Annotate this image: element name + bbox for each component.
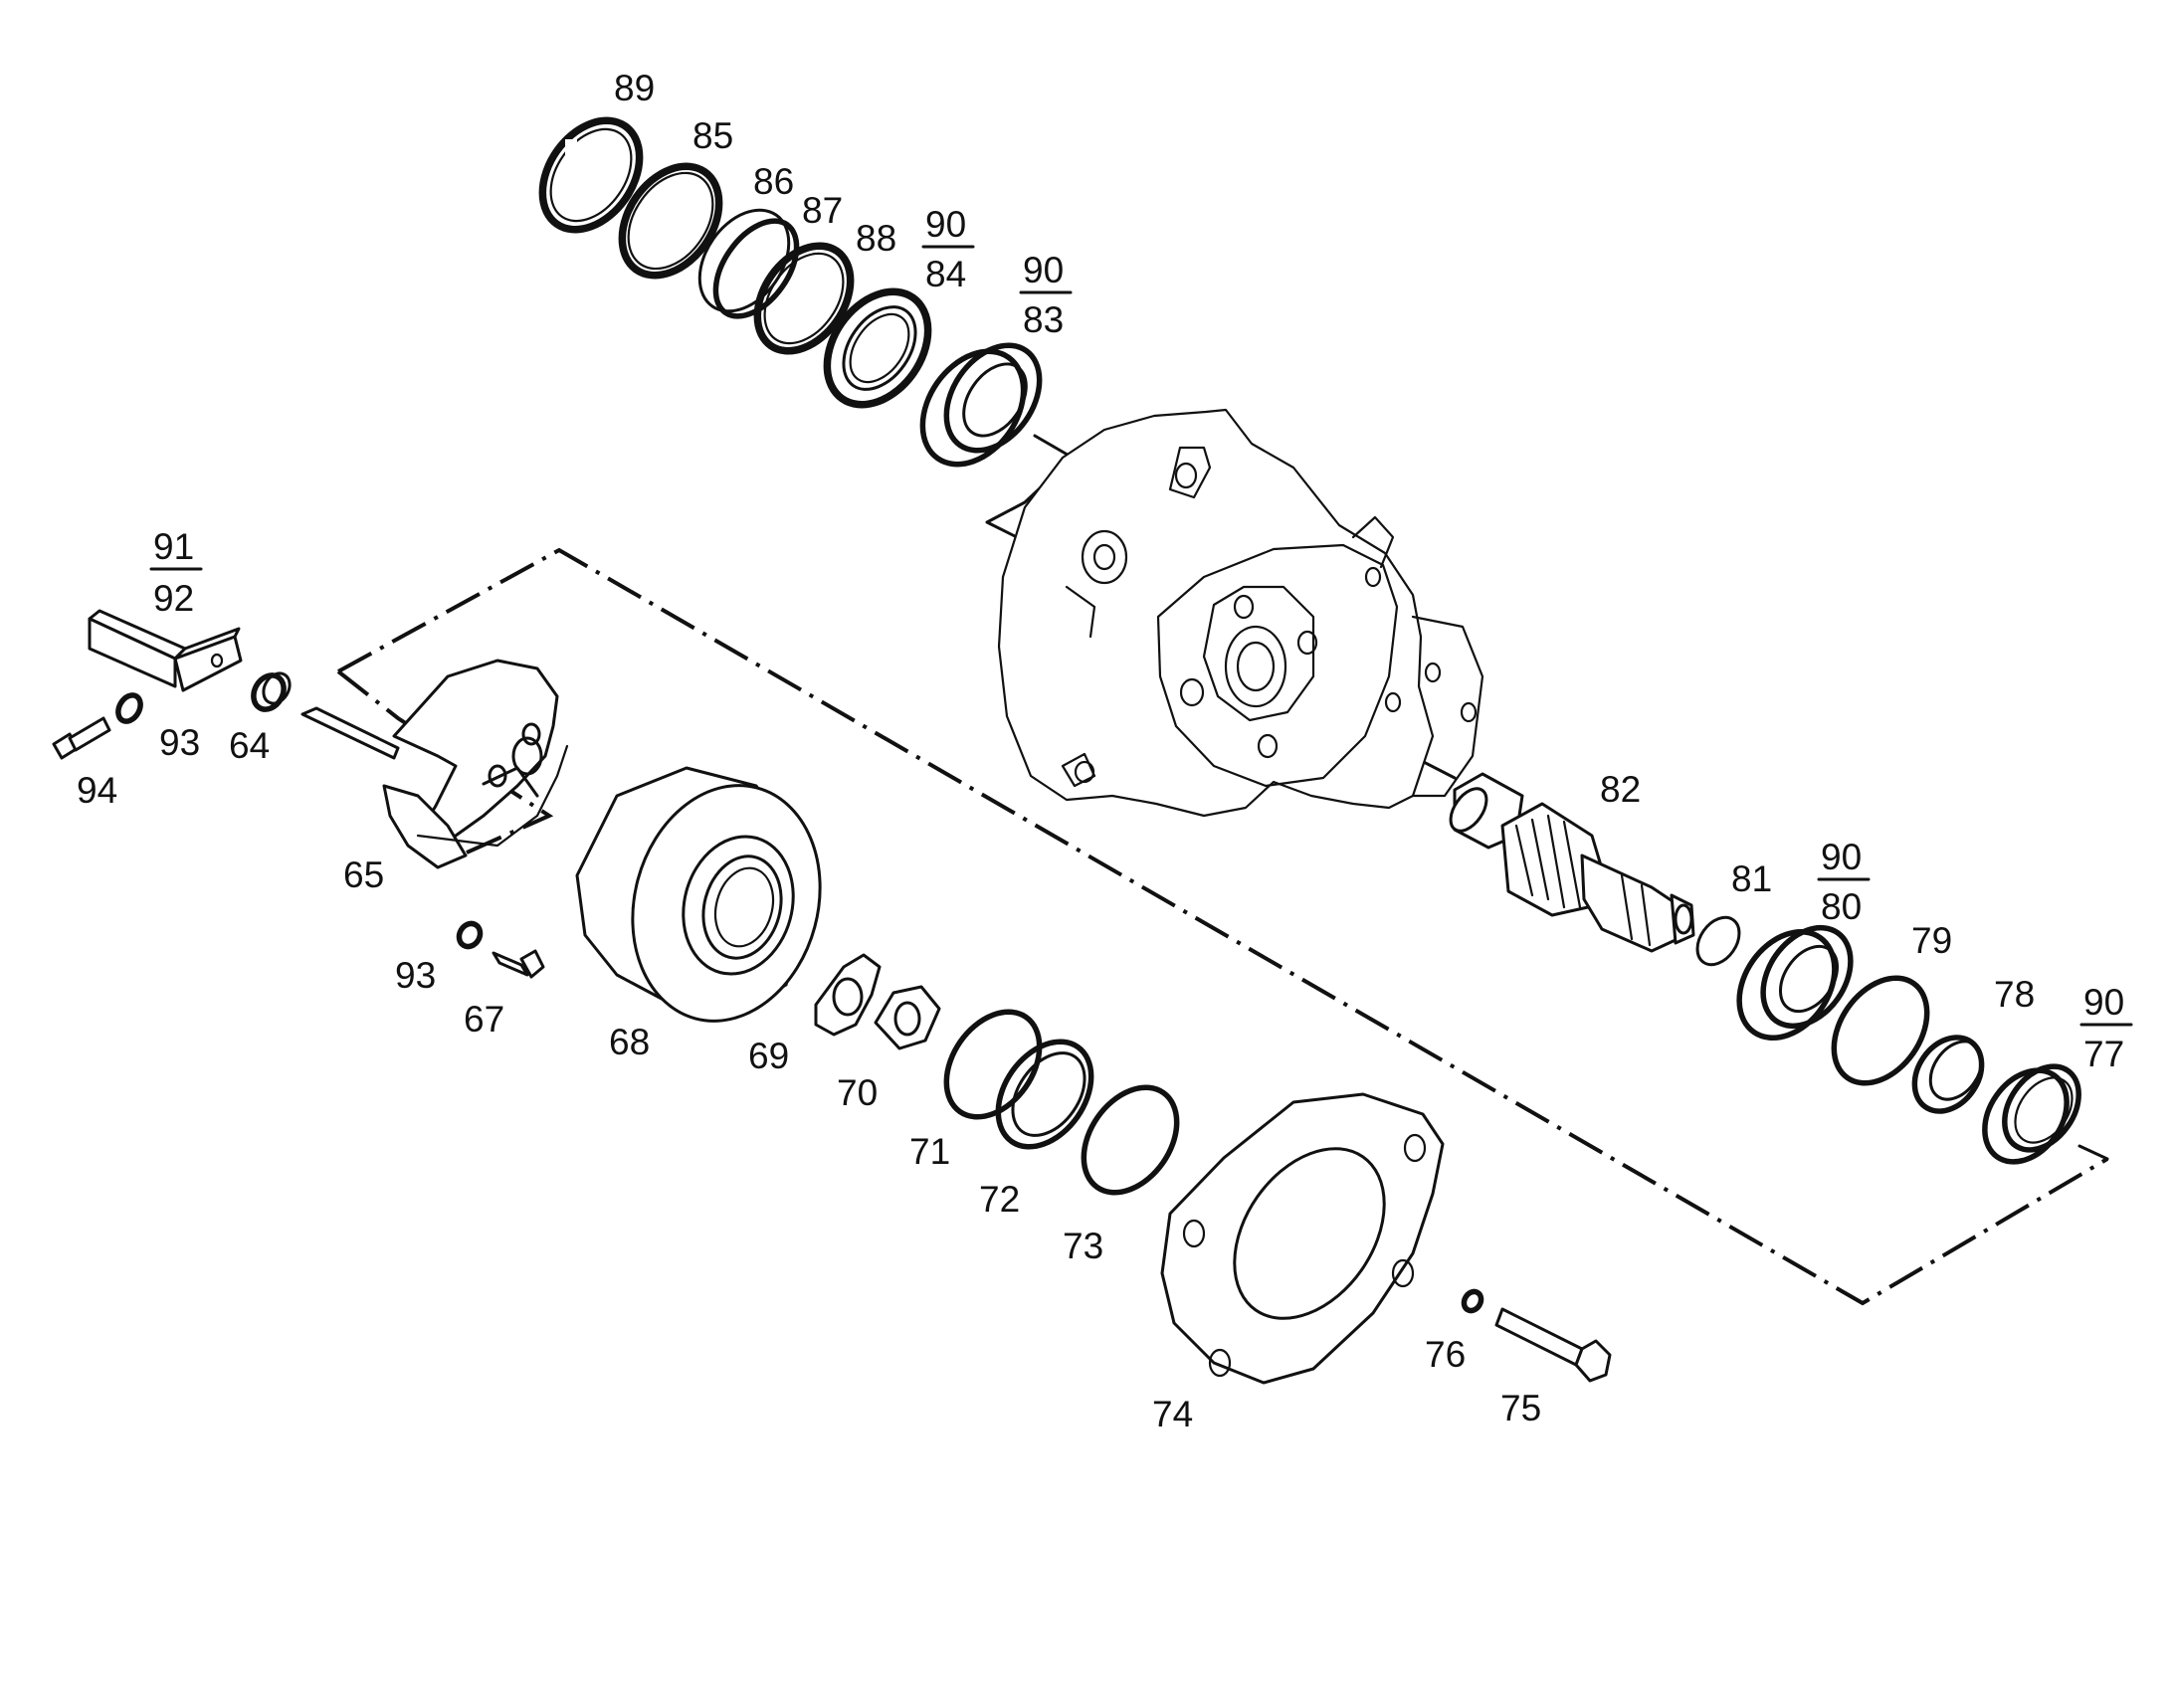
fraction-bottom: 84 <box>925 254 966 294</box>
label-76: 76 <box>1425 1334 1466 1375</box>
part-87-ring <box>753 242 855 355</box>
fraction-label-90-80: 90 80 <box>1817 837 1871 927</box>
fraction-top: 90 <box>1023 250 1064 290</box>
part-73-snap-ring <box>1081 1084 1180 1196</box>
label-93-upper: 93 <box>159 722 200 763</box>
fraction-label-90-77: 90 77 <box>2079 982 2133 1074</box>
part-64-bushing <box>251 671 292 712</box>
part-91-92-bracket <box>88 609 243 692</box>
fraction-label-90-83: 90 83 <box>1019 250 1073 340</box>
label-88: 88 <box>856 218 896 259</box>
part-85-ring <box>618 162 723 280</box>
label-94: 94 <box>77 770 117 811</box>
part-labels: 89 85 86 87 88 93 94 64 65 93 67 68 69 7… <box>77 68 2035 1434</box>
part-81-o-ring <box>1695 915 1741 967</box>
part-93-washer-upper <box>115 692 143 724</box>
fraction-top: 90 <box>2083 982 2124 1023</box>
assembly-dashdot-line <box>336 547 2109 1306</box>
label-69: 69 <box>748 1036 789 1076</box>
label-70: 70 <box>837 1072 878 1113</box>
part-94-bolt <box>52 716 111 760</box>
label-74: 74 <box>1152 1394 1193 1434</box>
label-86: 86 <box>753 161 794 202</box>
gearbox-housing <box>997 408 1484 818</box>
part-67-bolt <box>492 949 545 979</box>
part-83-bearing <box>919 342 1043 468</box>
part-75-bolt <box>1494 1307 1612 1383</box>
part-68-drum <box>575 766 822 1023</box>
part-72-seal <box>995 1039 1094 1150</box>
label-79: 79 <box>1911 920 1952 961</box>
fraction-top: 90 <box>1821 837 1862 877</box>
label-78: 78 <box>1994 974 2035 1015</box>
part-79-o-ring <box>1831 975 1930 1086</box>
label-85: 85 <box>692 115 733 156</box>
part-74-cover <box>1160 1092 1445 1385</box>
part-78-bearing <box>1911 1035 1985 1114</box>
part-76-washer <box>1461 1288 1484 1314</box>
part-77-seal <box>1982 1063 2081 1165</box>
label-67: 67 <box>464 999 504 1040</box>
label-71: 71 <box>909 1131 950 1172</box>
fraction-bottom: 77 <box>2083 1034 2124 1074</box>
fraction-bottom: 92 <box>153 578 194 619</box>
part-80-bearing <box>1736 924 1854 1042</box>
label-81: 81 <box>1731 858 1772 899</box>
fraction-label-90-84: 90 84 <box>921 204 975 294</box>
fraction-top: 90 <box>925 204 966 245</box>
part-69-lock-washer <box>814 953 882 1037</box>
label-82: 82 <box>1600 769 1641 810</box>
part-71-snap-ring <box>943 1009 1043 1120</box>
part-89-snap-ring <box>538 116 644 234</box>
label-89: 89 <box>614 68 655 108</box>
fraction-bottom: 83 <box>1023 299 1064 340</box>
part-88-seal <box>823 287 932 409</box>
part-82-shaft <box>1449 772 1695 953</box>
part-70-nut <box>874 985 941 1050</box>
fraction-label-91-92: 91 92 <box>149 526 203 619</box>
label-65: 65 <box>343 854 384 895</box>
label-72: 72 <box>979 1179 1020 1220</box>
part-93-washer-lower <box>456 920 484 950</box>
part-65-brake-shoes <box>300 659 569 869</box>
label-93-lower: 93 <box>395 955 436 996</box>
label-75: 75 <box>1500 1388 1541 1428</box>
label-87: 87 <box>802 190 843 231</box>
fraction-bottom: 80 <box>1821 886 1862 927</box>
label-68: 68 <box>609 1022 650 1062</box>
label-73: 73 <box>1063 1226 1103 1266</box>
label-64: 64 <box>229 725 270 766</box>
fraction-top: 91 <box>153 526 194 567</box>
